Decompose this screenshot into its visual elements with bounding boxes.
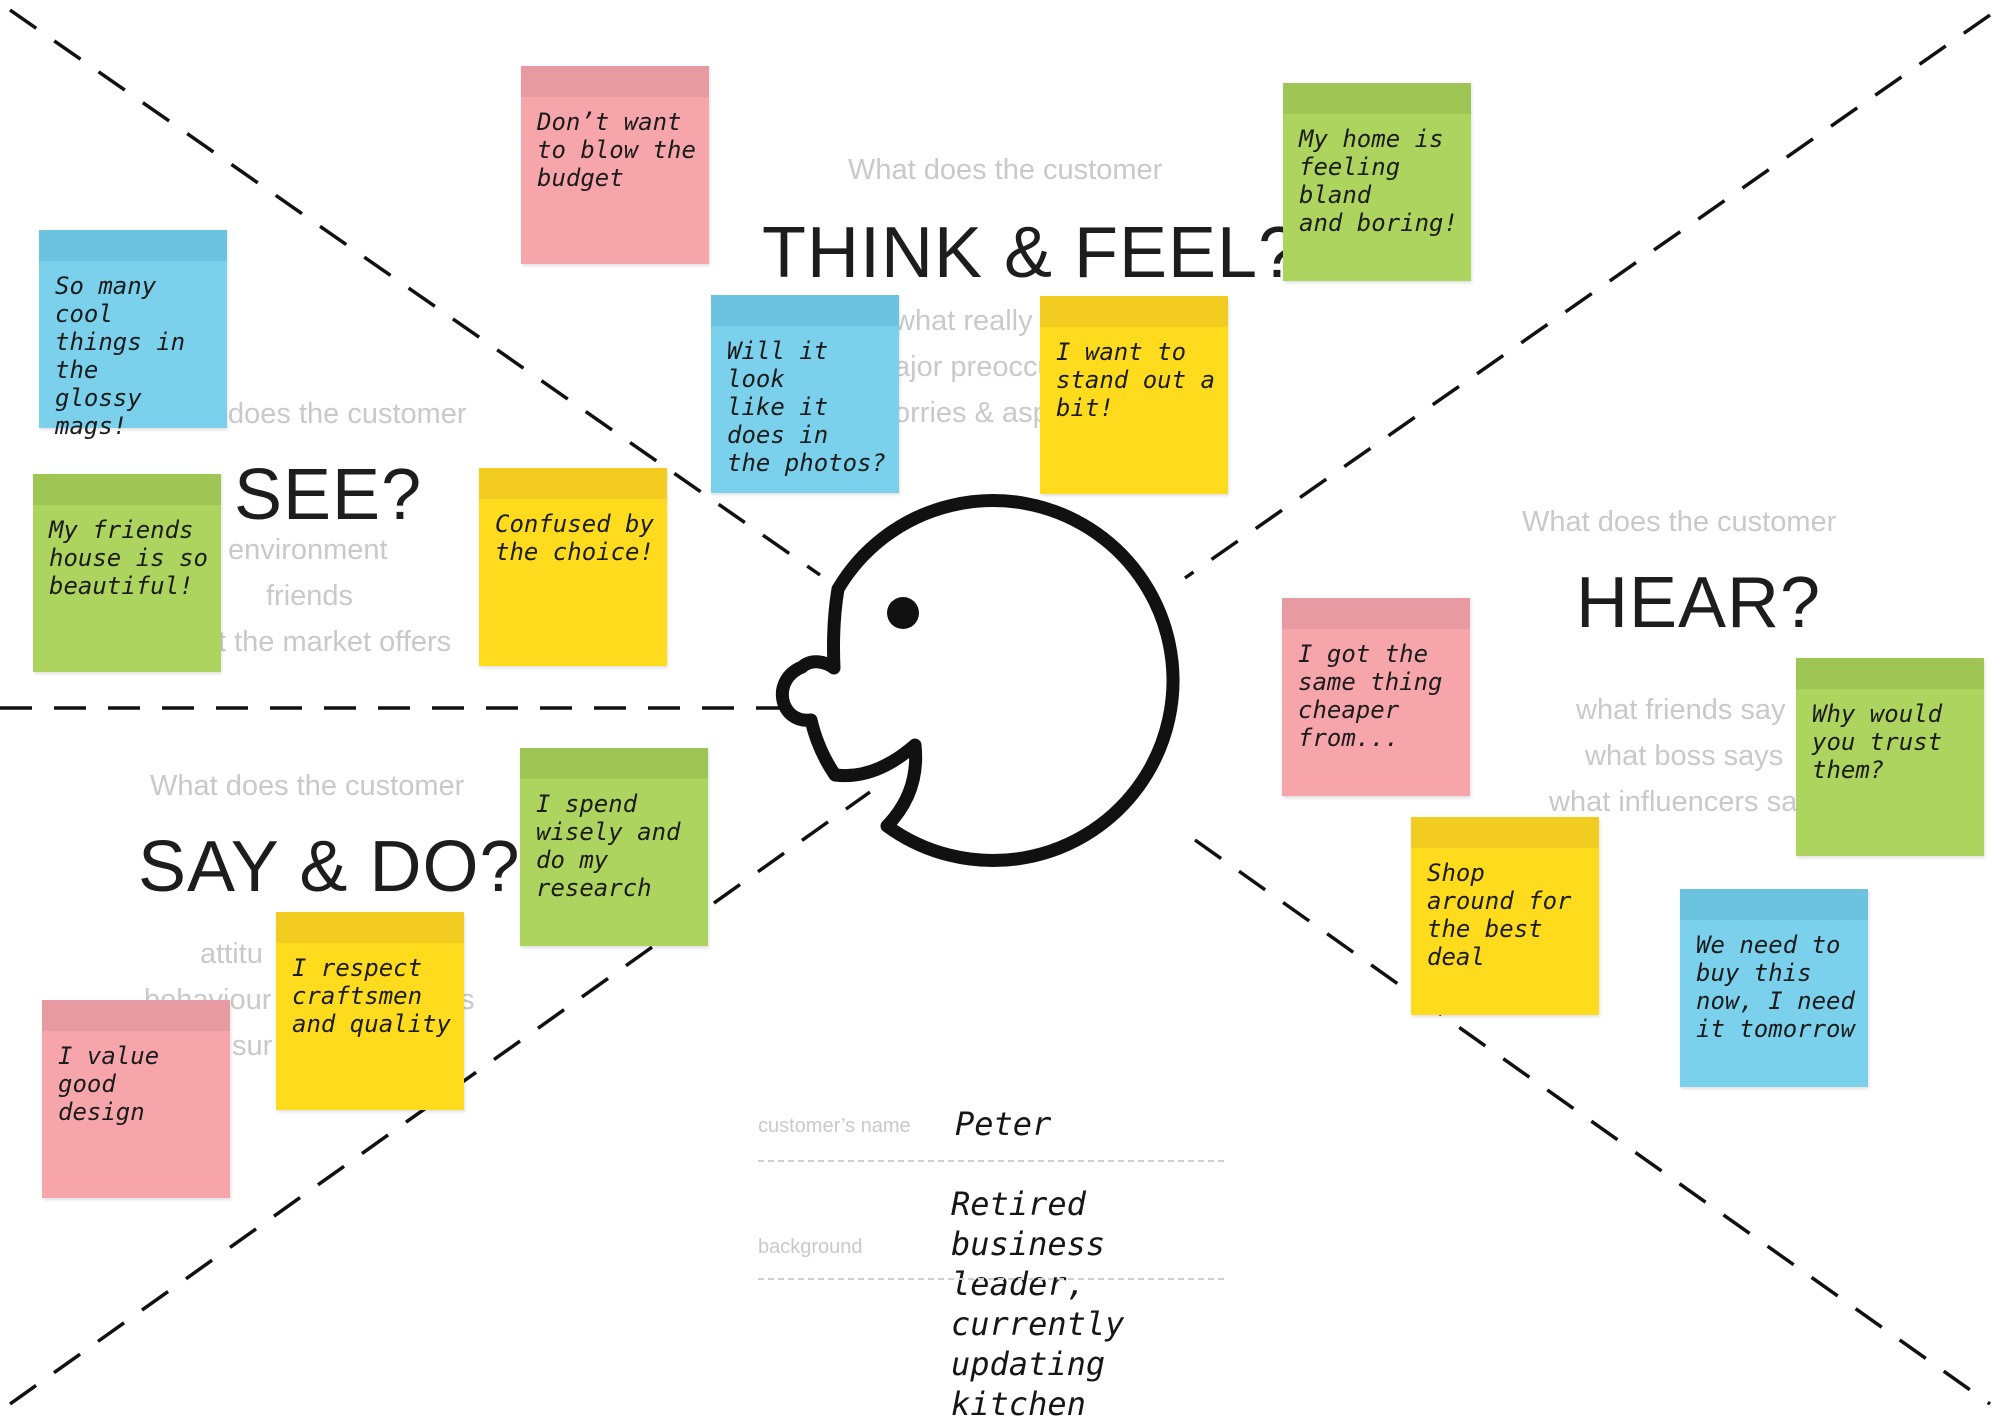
think-feel-prompt: What does the customer — [848, 154, 1163, 186]
sticky-note-band — [1411, 817, 1599, 848]
see-heading: SEE? — [234, 455, 423, 535]
sticky-note-text: I want to stand out a bit! — [1056, 338, 1215, 422]
guide-line-top-left — [8, 8, 822, 577]
sticky-note-text: Will it look like it does in the photos? — [727, 337, 886, 477]
sticky-note-text: We need to buy this now, I need it tomor… — [1696, 931, 1855, 1043]
customer-name-value[interactable]: Peter — [955, 1105, 1052, 1143]
sticky-note[interactable]: Confused by the choice! — [479, 468, 667, 666]
sticky-note[interactable]: My home is feeling bland and boring! — [1283, 83, 1471, 281]
sticky-note[interactable]: We need to buy this now, I need it tomor… — [1680, 889, 1868, 1087]
sticky-note-band — [1282, 598, 1470, 629]
sticky-note-band — [39, 230, 227, 261]
sticky-note-text: I respect craftsmen and quality — [292, 954, 451, 1038]
hear-heading: HEAR? — [1576, 563, 1822, 643]
sticky-note-text: I got the same thing cheaper from... — [1298, 640, 1443, 752]
sticky-note-text: Why would you trust them? — [1812, 700, 1943, 784]
sticky-note[interactable]: Why would you trust them? — [1796, 658, 1984, 856]
see-prompt: does the customer — [228, 398, 467, 430]
hear-sub: what boss says — [1585, 740, 1784, 772]
sticky-note[interactable]: My friends house is so beautiful! — [33, 474, 221, 672]
customer-head-icon — [775, 494, 1180, 868]
sticky-note-text: So many cool things in the glossy mags! — [55, 272, 186, 440]
think-feel-sub: ajor preoccu — [894, 351, 1054, 383]
say-do-sub: attitu — [200, 938, 263, 970]
guide-line-top-right — [1183, 13, 1992, 580]
background-rule — [758, 1278, 1224, 1280]
sticky-note-text: Shop around for the best deal — [1427, 859, 1572, 971]
sticky-note-band — [521, 66, 709, 97]
sticky-note[interactable]: Shop around for the best deal — [1411, 817, 1599, 1015]
think-feel-sub: what really c — [894, 305, 1056, 337]
eye-icon — [887, 597, 919, 629]
say-do-heading: SAY & DO? — [138, 827, 521, 907]
guide-line-bottom-right — [1193, 838, 1992, 1406]
sticky-note-band — [520, 748, 708, 779]
hear-sub: what influencers sa — [1549, 786, 1798, 818]
sticky-note-band — [711, 295, 899, 326]
background-label: background — [758, 1236, 863, 1258]
background-value[interactable]: Retired business leader, currently updat… — [951, 1185, 1125, 1423]
sticky-note-band — [1283, 83, 1471, 114]
customer-name-rule — [758, 1160, 1224, 1162]
sticky-note[interactable]: I spend wisely and do my research — [520, 748, 708, 946]
sticky-note-band — [479, 468, 667, 499]
say-do-sub: sur — [232, 1030, 273, 1062]
sticky-note[interactable]: I got the same thing cheaper from... — [1282, 598, 1470, 796]
hear-prompt: What does the customer — [1522, 506, 1837, 538]
hear-sub: what friends say — [1576, 694, 1786, 726]
sticky-note[interactable]: Don’t want to blow the budget — [521, 66, 709, 264]
say-do-prompt: What does the customer — [150, 770, 465, 802]
sticky-note-band — [276, 912, 464, 943]
sticky-note-band — [1680, 889, 1868, 920]
guide-line-bottom-left — [8, 790, 872, 1406]
customer-name-label: customer’s name — [758, 1115, 911, 1137]
sticky-note[interactable]: So many cool things in the glossy mags! — [39, 230, 227, 440]
sticky-note-text: My friends house is so beautiful! — [49, 516, 208, 600]
sticky-note[interactable]: I want to stand out a bit! — [1040, 296, 1228, 494]
sticky-note-band — [42, 1000, 230, 1031]
sticky-note-text: Confused by the choice! — [495, 510, 654, 566]
sticky-note[interactable]: I respect craftsmen and quality — [276, 912, 464, 1110]
sticky-note-text: I value good design — [58, 1042, 160, 1126]
sticky-note-text: I spend wisely and do my research — [536, 790, 681, 902]
sticky-note[interactable]: Will it look like it does in the photos? — [711, 295, 899, 493]
sticky-note-text: Don’t want to blow the budget — [537, 108, 696, 192]
think-feel-heading: THINK & FEEL? — [762, 213, 1300, 293]
sticky-note-band — [1040, 296, 1228, 327]
sticky-note-band — [1796, 658, 1984, 689]
sticky-note[interactable]: I value good design — [42, 1000, 230, 1198]
see-sub: t the market offers — [218, 626, 452, 658]
sticky-note-text: My home is feeling bland and boring! — [1299, 125, 1458, 237]
think-feel-sub: orries & asp — [894, 397, 1049, 429]
see-sub: friends — [266, 580, 354, 612]
sticky-note-band — [33, 474, 221, 505]
see-sub: environment — [228, 534, 388, 566]
